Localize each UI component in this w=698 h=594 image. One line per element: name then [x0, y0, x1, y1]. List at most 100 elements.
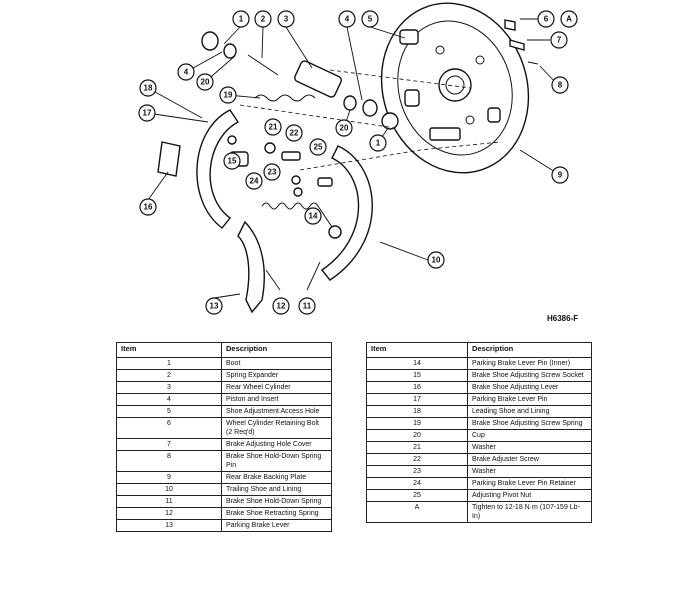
description-cell: Rear Brake Backing Plate	[221, 471, 332, 484]
description-cell: Shoe Adjustment Access Hole	[221, 405, 332, 418]
callout-13: 13	[205, 297, 223, 315]
description-column-header: Description	[467, 342, 592, 358]
callout-4: 4	[338, 10, 356, 28]
svg-text:4: 4	[184, 68, 189, 77]
callout-17: 17	[138, 104, 156, 122]
description-column-header: Description	[221, 342, 332, 358]
item-cell: 5	[116, 405, 222, 418]
callout-21: 21	[264, 118, 282, 136]
item-cell: 13	[116, 519, 222, 532]
svg-text:13: 13	[210, 302, 219, 311]
svg-text:11: 11	[303, 302, 312, 311]
description-cell: Boot	[221, 357, 332, 370]
callout-19: 19	[219, 86, 237, 104]
svg-text:1: 1	[239, 15, 244, 24]
table-header-row: Item Description	[116, 342, 332, 358]
description-cell: Brake Shoe Hold-Down Spring Pin	[221, 450, 332, 472]
callout-8: 8	[551, 76, 569, 94]
svg-text:2: 2	[261, 15, 266, 24]
description-cell: Brake Shoe Adjusting Lever	[467, 381, 592, 394]
svg-text:19: 19	[224, 91, 233, 100]
description-cell: Tighten to 12-18 N·m (107-159 Lb-In)	[467, 501, 592, 523]
description-cell: Brake Shoe Retracting Spring	[221, 507, 332, 520]
item-cell: 20	[366, 429, 468, 442]
callout-9: 9	[551, 166, 569, 184]
callout-24: 24	[245, 172, 263, 190]
callout-1: 1	[232, 10, 250, 28]
svg-text:10: 10	[432, 256, 441, 265]
svg-text:22: 22	[290, 129, 299, 138]
description-cell: Parking Brake Lever	[221, 519, 332, 532]
svg-text:21: 21	[269, 123, 278, 132]
figure-code: H6386-F	[547, 314, 579, 323]
item-cell: 12	[116, 507, 222, 520]
item-cell: 11	[116, 495, 222, 508]
item-cell: 21	[366, 441, 468, 454]
item-cell: 3	[116, 381, 222, 394]
svg-text:25: 25	[314, 143, 323, 152]
callout-23: 23	[263, 163, 281, 181]
description-cell: Brake Shoe Hold-Down Spring	[221, 495, 332, 508]
item-cell: A	[366, 501, 468, 523]
description-cell: Leading Shoe and Lining	[467, 405, 592, 418]
callout-3: 3	[277, 10, 295, 28]
description-cell: Piston and Insert	[221, 393, 332, 406]
item-cell: 25	[366, 489, 468, 502]
svg-text:A: A	[566, 15, 572, 24]
item-column-header: Item	[366, 342, 468, 358]
callout-1-mid: 1	[369, 134, 387, 152]
item-cell: 2	[116, 369, 222, 382]
svg-text:8: 8	[558, 81, 563, 90]
item-cell: 1	[116, 357, 222, 370]
table-header-row: Item Description	[366, 342, 592, 358]
springs-and-hardware-illustration	[227, 94, 342, 239]
callout-2: 2	[254, 10, 272, 28]
item-cell: 15	[366, 369, 468, 382]
item-cell: 22	[366, 453, 468, 466]
svg-text:14: 14	[309, 212, 318, 221]
parking-brake-lever-illustration	[237, 220, 265, 314]
item-cell: 19	[366, 417, 468, 430]
item-cell: 14	[366, 357, 468, 370]
description-cell: Brake Adjusting Hole Cover	[221, 438, 332, 451]
backing-plate-illustration	[380, 2, 530, 174]
svg-text:20: 20	[340, 124, 349, 133]
trailing-shoe-illustration	[320, 145, 373, 281]
svg-text:9: 9	[558, 171, 563, 180]
description-cell: Brake Shoe Adjusting Screw Socket	[467, 369, 592, 382]
callout-25: 25	[309, 138, 327, 156]
item-cell: 9	[116, 471, 222, 484]
description-cell: Trailing Shoe and Lining	[221, 483, 332, 496]
callout-4-left: 4	[177, 63, 195, 81]
description-cell: Cup	[467, 429, 592, 442]
svg-text:24: 24	[250, 177, 259, 186]
item-cell: 7	[116, 438, 222, 451]
item-column-header: Item	[116, 342, 222, 358]
description-cell: Brake Adjuster Screw	[467, 453, 592, 466]
description-cell: Rear Wheel Cylinder	[221, 381, 332, 394]
svg-text:6: 6	[544, 15, 549, 24]
item-cell: 8	[116, 450, 222, 472]
svg-text:1: 1	[376, 139, 381, 148]
callout-leader-lines	[146, 18, 561, 299]
callout-12: 12	[272, 297, 290, 315]
description-cell: Parking Brake Lever Pin (Inner)	[467, 357, 592, 370]
